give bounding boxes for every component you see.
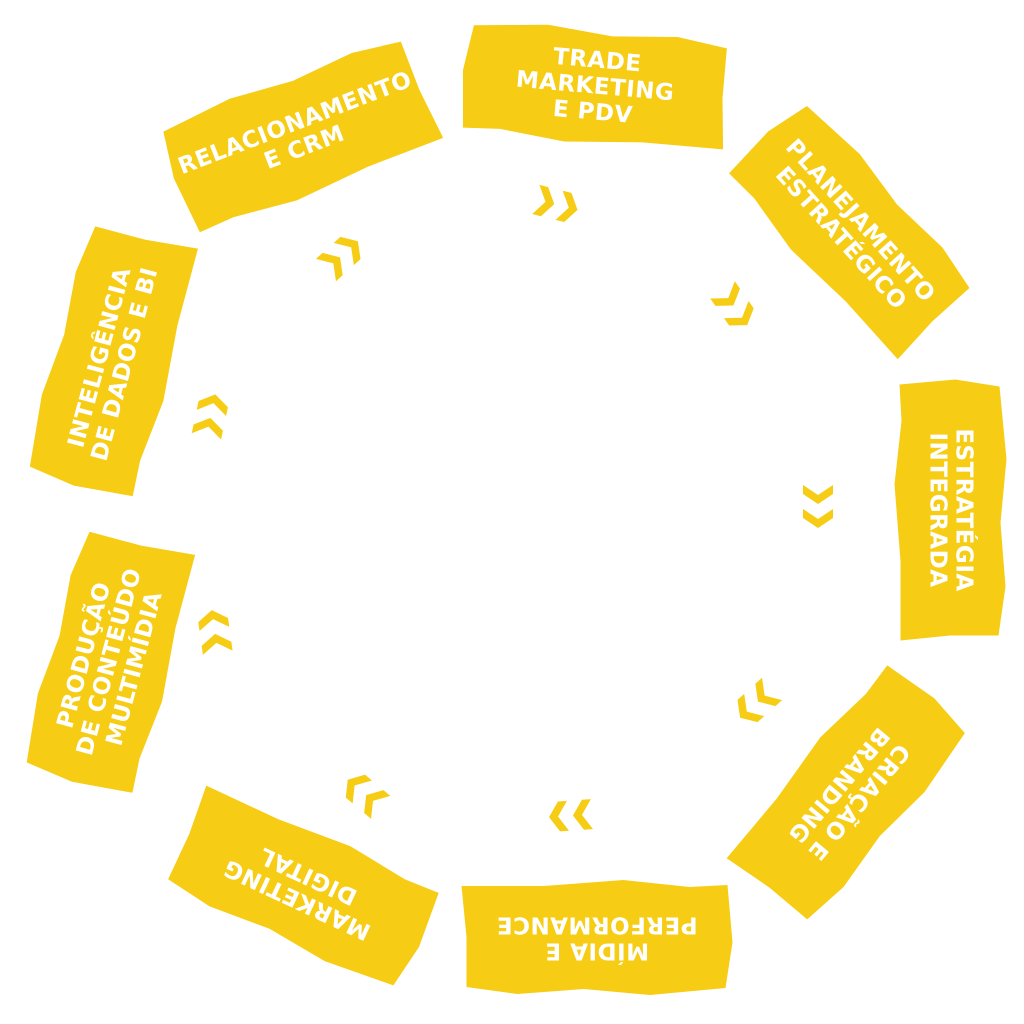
double-chevron-icon — [198, 610, 233, 655]
flow-arrows — [191, 184, 833, 832]
double-chevron-icon — [345, 774, 391, 819]
step-panel-background — [168, 785, 439, 986]
chevron-shape — [345, 774, 372, 804]
double-chevron-icon — [737, 677, 783, 723]
step-panel-background — [726, 665, 965, 920]
chevron-shape — [549, 800, 570, 832]
chevron-shape — [710, 281, 740, 306]
chevron-shape — [201, 633, 233, 655]
chevron-shape — [364, 790, 391, 819]
chevron-shape — [196, 394, 228, 417]
step-panel-background — [729, 105, 970, 360]
chevron-shape — [532, 184, 555, 217]
chevron-shape — [737, 693, 765, 723]
step-label: MÍDIA E — [545, 938, 649, 966]
chevron-shape — [755, 677, 783, 707]
double-chevron-icon — [315, 236, 361, 282]
chevron-shape — [572, 799, 593, 830]
step-panel-background — [894, 379, 1007, 641]
chevron-shape — [198, 610, 230, 632]
chevron-shape — [315, 252, 343, 282]
double-chevron-icon — [191, 394, 228, 440]
double-chevron-icon — [549, 799, 593, 832]
chevron-shape — [191, 417, 223, 440]
chevron-shape — [803, 485, 833, 504]
step-panel-background — [26, 531, 196, 793]
step-panel-background — [29, 226, 198, 497]
step-label: ESTRATÉGIA — [951, 428, 979, 591]
step-label: PERFORMANCE — [496, 912, 697, 938]
double-chevron-icon — [532, 184, 578, 223]
chevron-shape — [723, 300, 754, 326]
double-chevron-icon — [803, 485, 833, 528]
chevron-shape — [803, 509, 833, 528]
double-chevron-icon — [710, 281, 754, 326]
chevron-shape — [333, 236, 361, 266]
chevron-shape — [555, 190, 578, 223]
step-panel-background — [163, 41, 444, 233]
step-label: INTEGRADA — [925, 433, 951, 588]
step-panel-background — [462, 24, 727, 150]
step-panel-background — [461, 880, 733, 995]
